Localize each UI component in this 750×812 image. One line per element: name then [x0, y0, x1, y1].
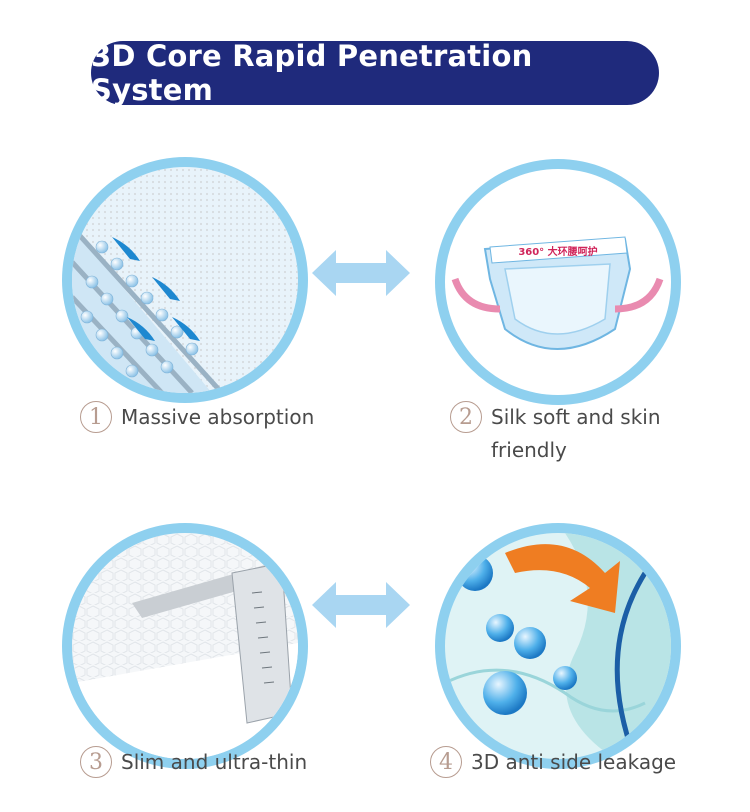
feature-caption-1: 1 Massive absorption: [80, 401, 314, 434]
feature-label: Massive absorption: [121, 405, 315, 429]
feature-label: 3D anti side leakage: [471, 750, 677, 774]
diaper-illustration: 360° 大环腰呵护: [445, 169, 671, 395]
feature-label: Silk soft and skin friendly: [491, 405, 661, 462]
feature-caption-3: 3 Slim and ultra-thin: [80, 746, 307, 779]
absorption-illustration: [72, 167, 298, 393]
number-badge: 4: [430, 746, 462, 778]
anti-leakage-illustration: [445, 533, 671, 759]
diaper-image: 360° 大环腰呵护: [435, 159, 681, 405]
feature-caption-2: 2 Silk soft and skin friendly: [450, 401, 690, 467]
diaper-badge-text: 360° 大环腰呵护: [518, 245, 597, 258]
number-badge: 3: [80, 746, 112, 778]
thin-sheet-illustration: [72, 533, 298, 759]
page-title: 3D Core Rapid Penetration System: [91, 39, 533, 107]
feature-caption-4: 4 3D anti side leakage: [430, 746, 676, 779]
feature-label: Slim and ultra-thin: [121, 750, 308, 774]
title-banner: 3D Core Rapid Penetration System: [91, 39, 659, 107]
double-arrow-icon: [312, 582, 410, 628]
number-badge: 1: [80, 401, 112, 433]
double-arrow-icon: [312, 250, 410, 296]
anti-leakage-image: [435, 523, 681, 769]
thin-sheet-image: [62, 523, 308, 769]
number-badge: 2: [450, 401, 482, 433]
absorption-image: [62, 157, 308, 403]
